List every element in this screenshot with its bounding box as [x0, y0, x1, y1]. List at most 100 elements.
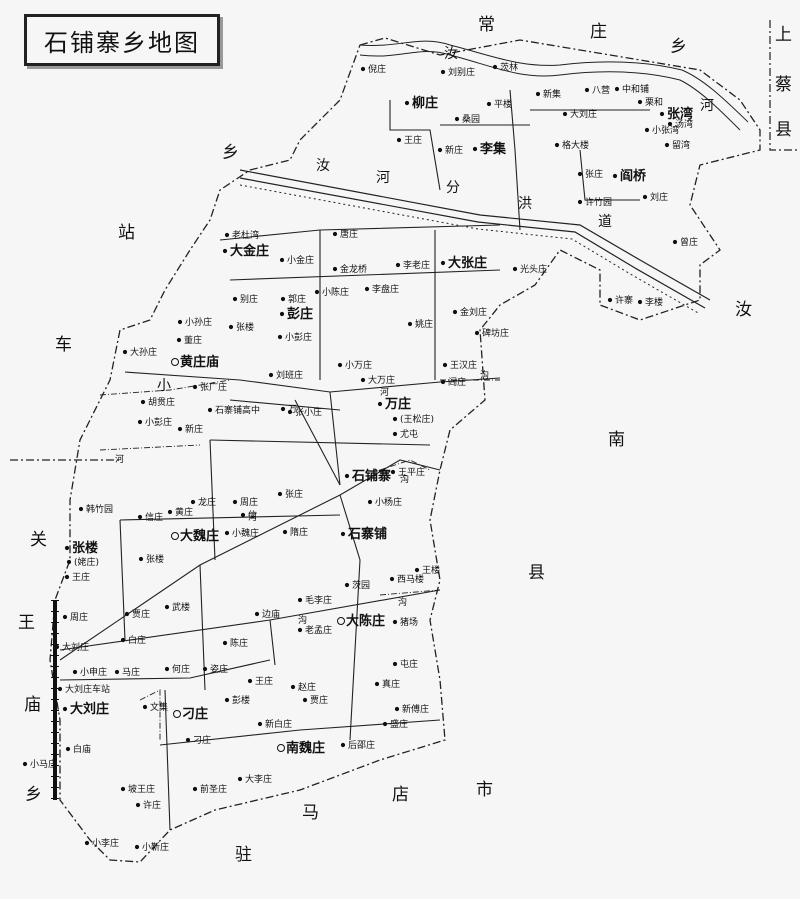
place-label: 胡贯庄	[148, 396, 175, 408]
place-marker	[577, 171, 583, 177]
place-label: 小马庄	[30, 758, 57, 770]
place-marker	[642, 194, 648, 200]
place-marker	[414, 567, 420, 573]
place-label: 李盘庄	[372, 283, 399, 295]
place-marker	[84, 840, 90, 846]
place-marker	[614, 86, 620, 92]
place-label: 王庄	[255, 675, 273, 687]
river-he-n: 河	[700, 98, 714, 114]
river-ru: 汝	[316, 158, 330, 174]
place-label: 龙庄	[198, 496, 216, 508]
place-marker	[257, 721, 263, 727]
place-marker	[440, 379, 446, 385]
place-label: 盛庄	[390, 718, 408, 730]
place-marker	[297, 597, 303, 603]
place-label: 金刘庄	[460, 306, 487, 318]
place-label: 大刘庄	[70, 701, 109, 717]
place-marker	[659, 111, 665, 117]
place-label: 大刘庄	[570, 108, 597, 120]
place-label: 文集	[150, 701, 168, 713]
place-label: 许庄	[143, 799, 161, 811]
place-label: 王平庄	[398, 466, 425, 478]
place-marker	[486, 101, 492, 107]
place-label: 光头庄	[520, 263, 547, 275]
place-marker	[137, 419, 143, 425]
place-label: 李集	[479, 141, 507, 157]
place-label: 刘别庄	[448, 66, 475, 78]
place-label: 唐庄	[340, 228, 358, 240]
place-marker	[232, 296, 238, 302]
place-label: 张楼	[236, 321, 254, 333]
place-marker	[171, 358, 179, 366]
place-label: 白庄	[128, 634, 146, 646]
ru-river-bank	[359, 40, 749, 123]
place-marker	[190, 499, 196, 505]
place-marker	[277, 491, 283, 497]
region-xiang: 乡	[670, 37, 687, 57]
place-label: 黄庄庙	[180, 354, 219, 370]
place-label: 新傅庄	[402, 703, 429, 715]
region-zhan: 站	[118, 223, 135, 243]
place-marker	[122, 349, 128, 355]
place-marker	[171, 532, 179, 540]
place-label: 王庄	[72, 571, 90, 583]
place-marker	[554, 142, 560, 148]
place-label: 张庄	[285, 488, 303, 500]
place-marker	[54, 644, 60, 650]
place-label: 赵庄	[298, 681, 316, 693]
place-label: 大魏庄	[180, 528, 219, 544]
place-label: 大金庄	[230, 243, 269, 259]
place-label: 后邵庄	[348, 739, 375, 751]
place-marker	[167, 509, 173, 515]
place-marker	[237, 776, 243, 782]
place-marker	[340, 742, 346, 748]
place-marker	[392, 416, 398, 422]
place-marker	[344, 582, 350, 588]
place-label: 张小庄	[295, 406, 322, 418]
place-label: 小魏庄	[232, 527, 259, 539]
place-label: 前圣庄	[200, 783, 227, 795]
place-label: 王楼	[422, 564, 440, 576]
region-zhuang: 庄	[590, 22, 607, 42]
place-label: 张楼	[72, 540, 98, 556]
place-marker	[207, 407, 213, 413]
place-label: 韩竹园	[86, 503, 113, 515]
place-marker	[332, 266, 338, 272]
place-label: 大李庄	[245, 773, 272, 785]
place-label: 姿庄	[210, 663, 228, 675]
place-label: 陈庄	[230, 637, 248, 649]
place-marker	[65, 746, 71, 752]
township-boundary	[49, 37, 761, 863]
place-marker	[395, 262, 401, 268]
place-marker	[562, 111, 568, 117]
river-he: 河	[376, 170, 390, 186]
place-marker	[442, 362, 448, 368]
place-label: 大张庄	[448, 255, 487, 271]
place-label: 隋庄	[290, 526, 308, 538]
diversion-dike	[239, 184, 701, 315]
place-marker	[360, 377, 366, 383]
region-ru-e: 汝	[735, 300, 752, 320]
region-miao: 庙	[24, 695, 41, 715]
place-marker	[637, 99, 643, 105]
place-label: 黄庄	[175, 506, 193, 518]
place-marker	[78, 506, 84, 512]
place-label: 碑坊庄	[482, 327, 509, 339]
place-label: 汤湾	[675, 118, 693, 130]
place-marker	[22, 761, 28, 767]
place-label: 倪庄	[368, 63, 386, 75]
place-marker	[140, 399, 146, 405]
place-marker	[664, 142, 670, 148]
place-marker	[584, 87, 590, 93]
river-he-e: 河	[248, 511, 257, 523]
place-marker	[164, 666, 170, 672]
place-label: 贾庄	[310, 694, 328, 706]
place-label: 武楼	[172, 601, 190, 613]
place-marker	[337, 362, 343, 368]
region-guan: 关	[30, 530, 47, 550]
place-label: 小杨庄	[375, 496, 402, 508]
place-label: 刁庄	[193, 734, 211, 746]
place-marker	[268, 372, 274, 378]
